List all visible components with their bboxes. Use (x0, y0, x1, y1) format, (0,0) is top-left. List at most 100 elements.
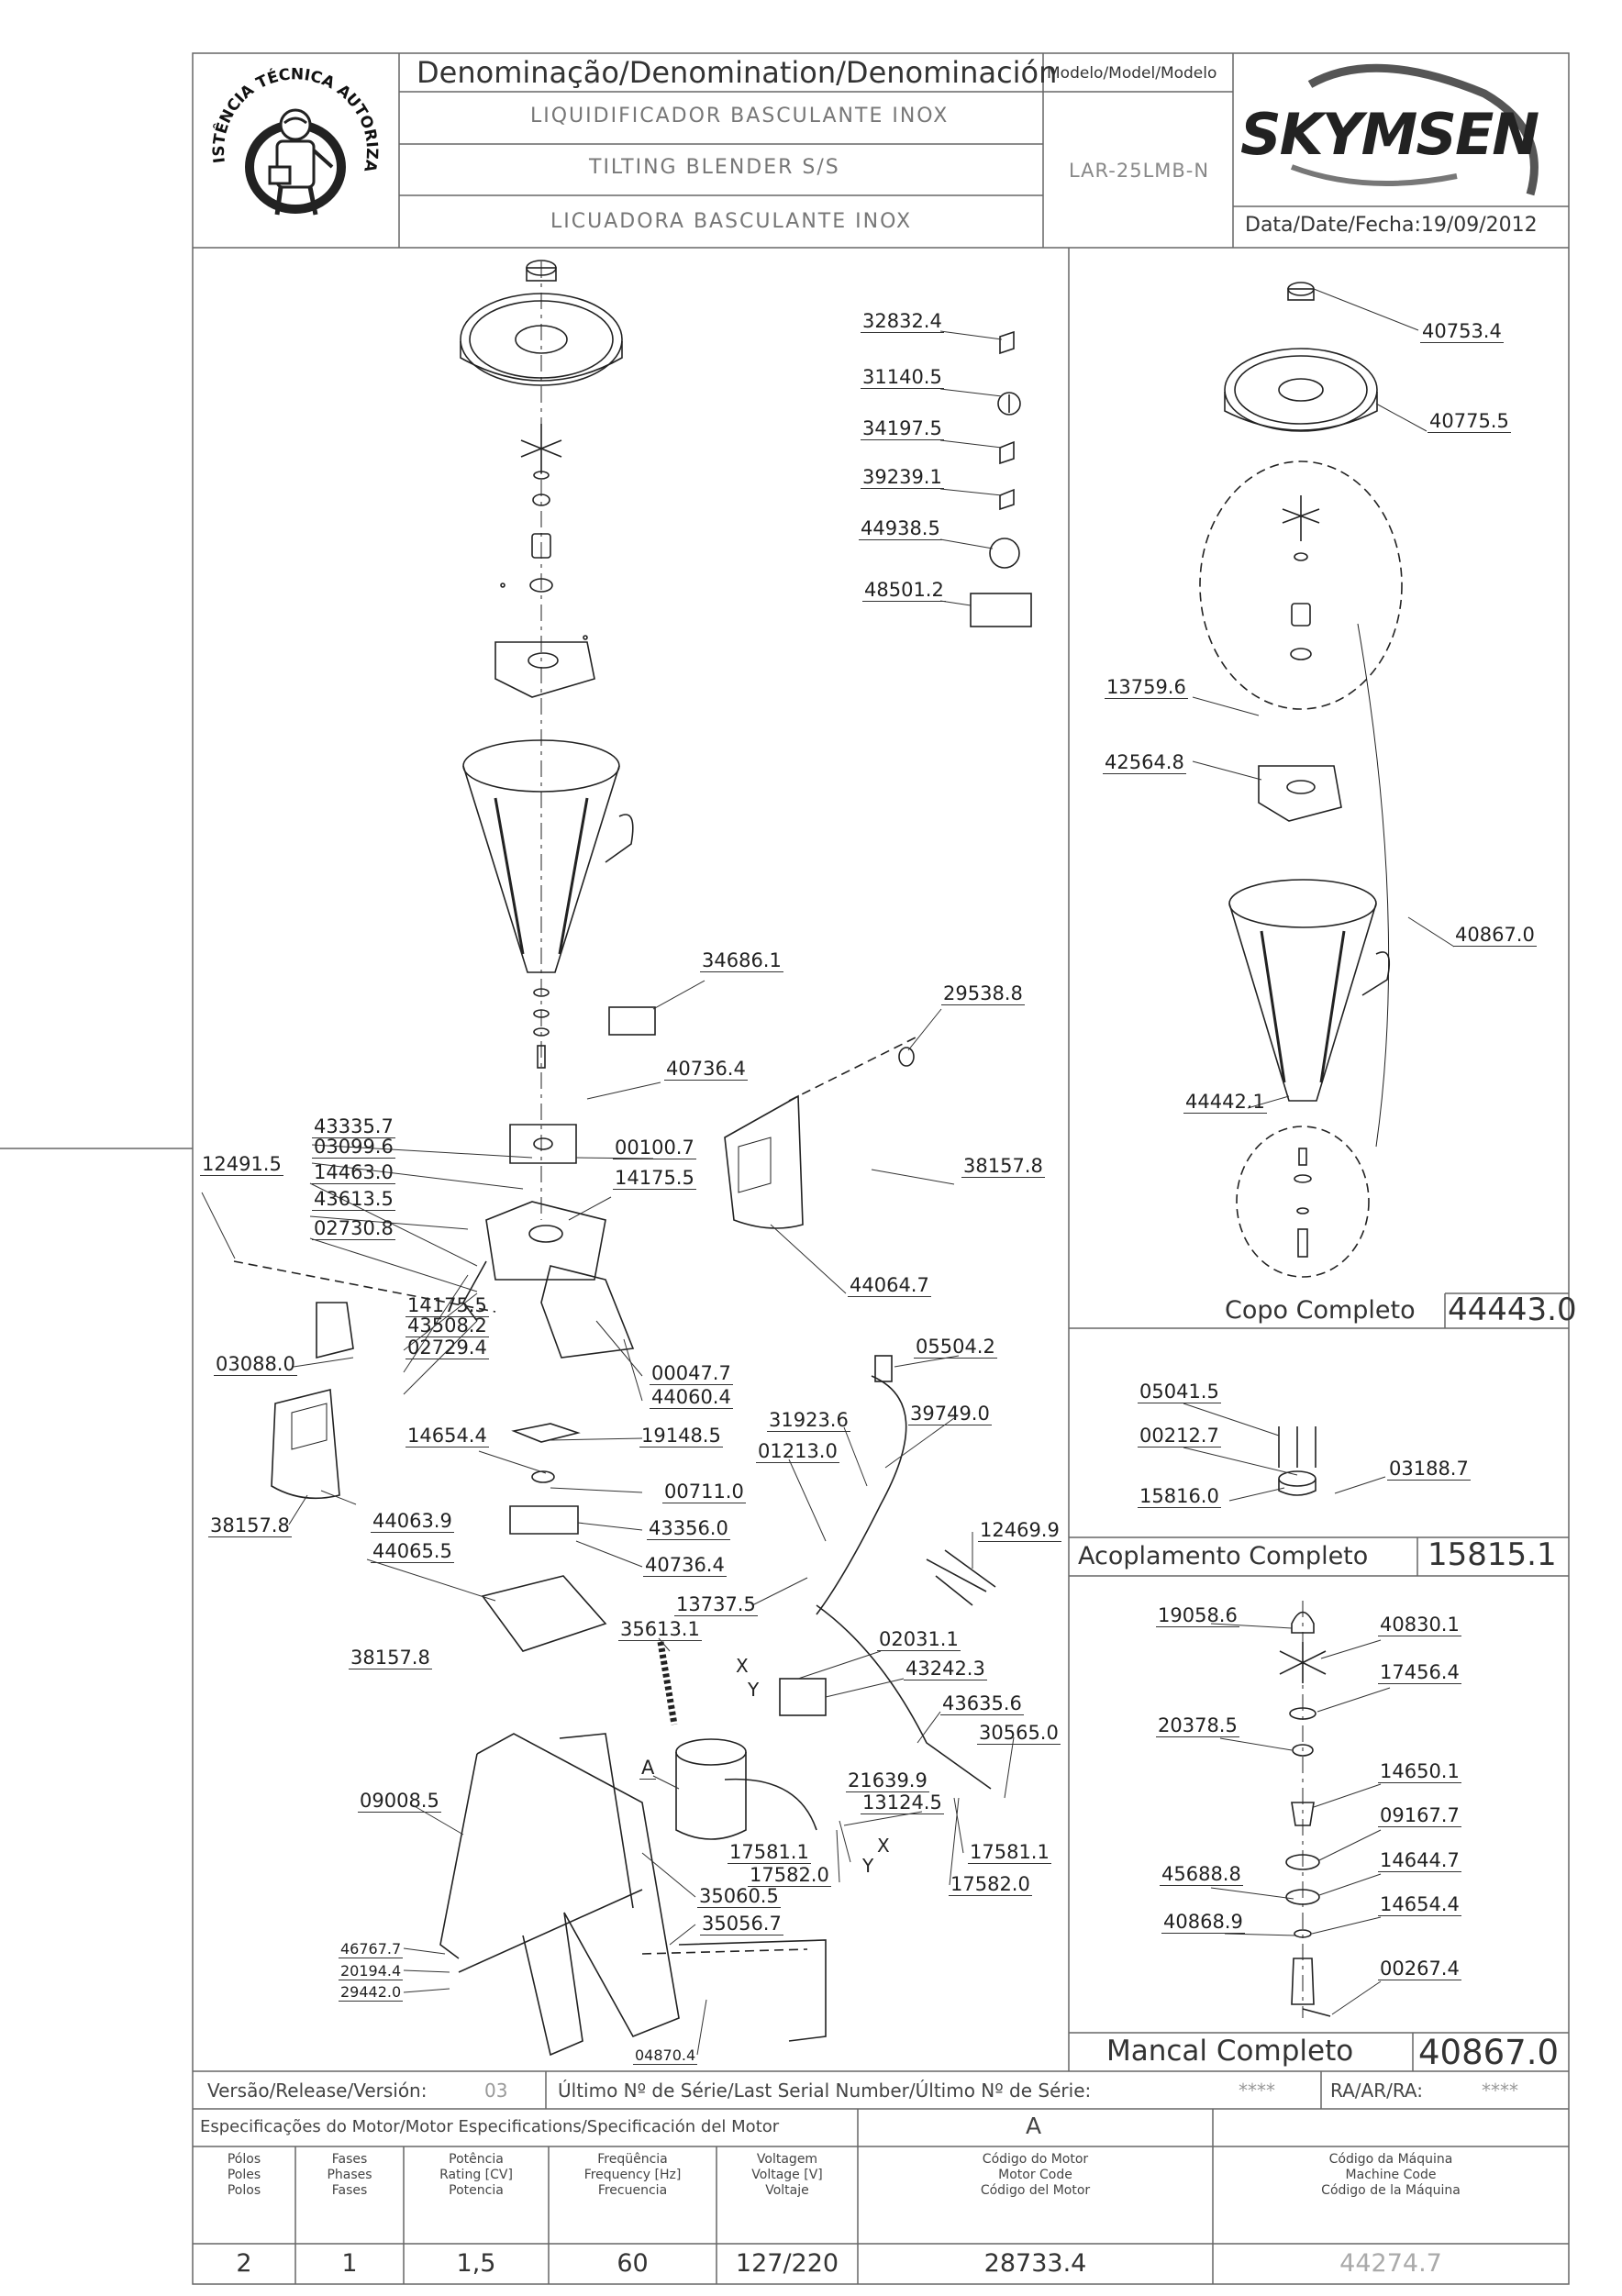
motor-spec-title: Especificações do Motor/Motor Especifica… (200, 2117, 780, 2136)
spec-value-rating: 1,5 (456, 2249, 496, 2278)
spec-value-phases: 1 (341, 2249, 358, 2278)
part-label: 32832.4 (861, 310, 944, 333)
part-label: 17581.1 (728, 1841, 811, 1864)
mancal-label: 14644.7 (1378, 1849, 1461, 1872)
wire-marker: X (736, 1655, 749, 1677)
part-label: 38157.8 (349, 1647, 432, 1669)
seal-logo: ASSISTÊNCIA TÉCNICA AUTORIZADA (204, 59, 381, 216)
spec-value-frequency: 60 (617, 2249, 649, 2278)
part-label: 20194.4 (339, 1962, 404, 1980)
ra-label: RA/AR/RA: (1330, 2080, 1423, 2102)
part-label: 02031.1 (877, 1628, 961, 1651)
part-label: 43613.5 (312, 1188, 395, 1211)
copo-label: 40867.0 (1453, 924, 1537, 947)
name-es: LICUADORA BASCULANTE INOX (550, 210, 913, 233)
wire-marker: X (877, 1835, 890, 1857)
mancal-label: 14654.4 (1378, 1893, 1461, 1916)
part-label: 35056.7 (700, 1913, 783, 1936)
part-label: 43335.7 (312, 1115, 395, 1138)
acoplamento-label: 05041.5 (1138, 1381, 1221, 1403)
part-label: 43635.6 (940, 1692, 1024, 1715)
model-value: LAR-25LMB-N (1069, 160, 1210, 182)
part-label: 12491.5 (200, 1153, 283, 1176)
part-label: A (639, 1757, 657, 1780)
part-label: 12469.9 (978, 1519, 1061, 1542)
mancal-label: 09167.7 (1378, 1804, 1461, 1827)
part-label: 35060.5 (697, 1885, 781, 1908)
copo-label: 13759.6 (1105, 676, 1188, 699)
part-label: 14175.5 (406, 1294, 489, 1317)
acoplamento-label: 03188.7 (1387, 1458, 1471, 1481)
part-label: 02729.4 (406, 1337, 489, 1359)
part-label: 43508.2 (406, 1314, 489, 1337)
part-label: 00711.0 (662, 1481, 746, 1503)
part-label: 43242.3 (904, 1658, 987, 1680)
part-label: 40736.4 (664, 1058, 748, 1081)
date-label: Data/Date/Fecha:19/09/2012 (1245, 214, 1538, 237)
part-label: 39749.0 (908, 1403, 992, 1425)
serial-label: Último Nº de Série/Last Serial Number/Úl… (558, 2080, 1092, 2102)
part-label: 44064.7 (848, 1274, 931, 1297)
part-label: 00047.7 (650, 1362, 733, 1385)
part-label: 00100.7 (613, 1137, 696, 1159)
part-label: 03088.0 (214, 1353, 297, 1376)
mancal-label: 00267.4 (1378, 1958, 1461, 1980)
ra-value: **** (1482, 2080, 1518, 2102)
motor-letter: A (1026, 2113, 1042, 2139)
wire-marker: Y (862, 1855, 874, 1877)
copo-code: 44443.0 (1448, 1292, 1577, 1328)
part-label: 39239.1 (861, 466, 944, 489)
part-label: 21639.9 (846, 1769, 929, 1792)
part-label: 09008.5 (358, 1790, 441, 1813)
mancal-label: 40830.1 (1378, 1614, 1461, 1636)
name-pt: LIQUIDIFICADOR BASCULANTE INOX (530, 105, 950, 128)
mancal-label: 45688.8 (1160, 1863, 1243, 1886)
mancal-code: 40867.0 (1418, 2033, 1560, 2072)
part-label: 02730.8 (312, 1217, 395, 1240)
part-label: 46767.7 (339, 1940, 404, 1958)
brand-logo: SKYMSEN (1240, 101, 1539, 168)
part-label: 31140.5 (861, 366, 944, 389)
part-label: 30565.0 (977, 1722, 1061, 1745)
copo-label: 40775.5 (1428, 410, 1511, 433)
part-label: 13737.5 (674, 1593, 758, 1616)
spec-value-motor-code: 28733.4 (983, 2249, 1087, 2278)
copo-label: 40753.4 (1420, 320, 1504, 343)
part-label: 35613.1 (618, 1618, 702, 1641)
mancal-title: Mancal Completo (1106, 2035, 1354, 2068)
part-label: 17582.0 (949, 1873, 1032, 1896)
part-label: 40736.4 (643, 1554, 727, 1577)
acoplamento-title: Acoplamento Completo (1078, 1542, 1369, 1570)
part-label: 03099.6 (312, 1136, 395, 1159)
part-label: 14654.4 (406, 1425, 489, 1447)
mancal-label: 14650.1 (1378, 1760, 1461, 1783)
copo-label: 44442.1 (1183, 1091, 1267, 1114)
denomination-title: Denominação/Denomination/Denominación (417, 55, 1058, 90)
acoplamento-code: 15815.1 (1428, 1536, 1557, 1573)
part-label: 43356.0 (647, 1517, 730, 1540)
part-label: 13124.5 (861, 1791, 944, 1814)
part-label: 44060.4 (650, 1386, 733, 1409)
version-label: Versão/Release/Versión: (207, 2080, 428, 2102)
mancal-label: 40868.9 (1161, 1911, 1245, 1934)
part-label: 38157.8 (208, 1514, 292, 1537)
model-title: Modelo/Model/Modelo (1047, 64, 1217, 83)
part-label: 44063.9 (371, 1510, 454, 1533)
part-label: 14463.0 (312, 1161, 395, 1184)
name-en: TILTING BLENDER S/S (589, 156, 840, 179)
part-label: 38157.8 (961, 1155, 1045, 1178)
part-label: 05504.2 (914, 1336, 997, 1359)
part-label: 31923.6 (767, 1409, 850, 1432)
part-label: 17582.0 (748, 1864, 831, 1887)
part-label: 14175.5 (613, 1167, 696, 1190)
part-label: 48501.2 (862, 579, 946, 602)
part-label: 34686.1 (700, 949, 783, 972)
